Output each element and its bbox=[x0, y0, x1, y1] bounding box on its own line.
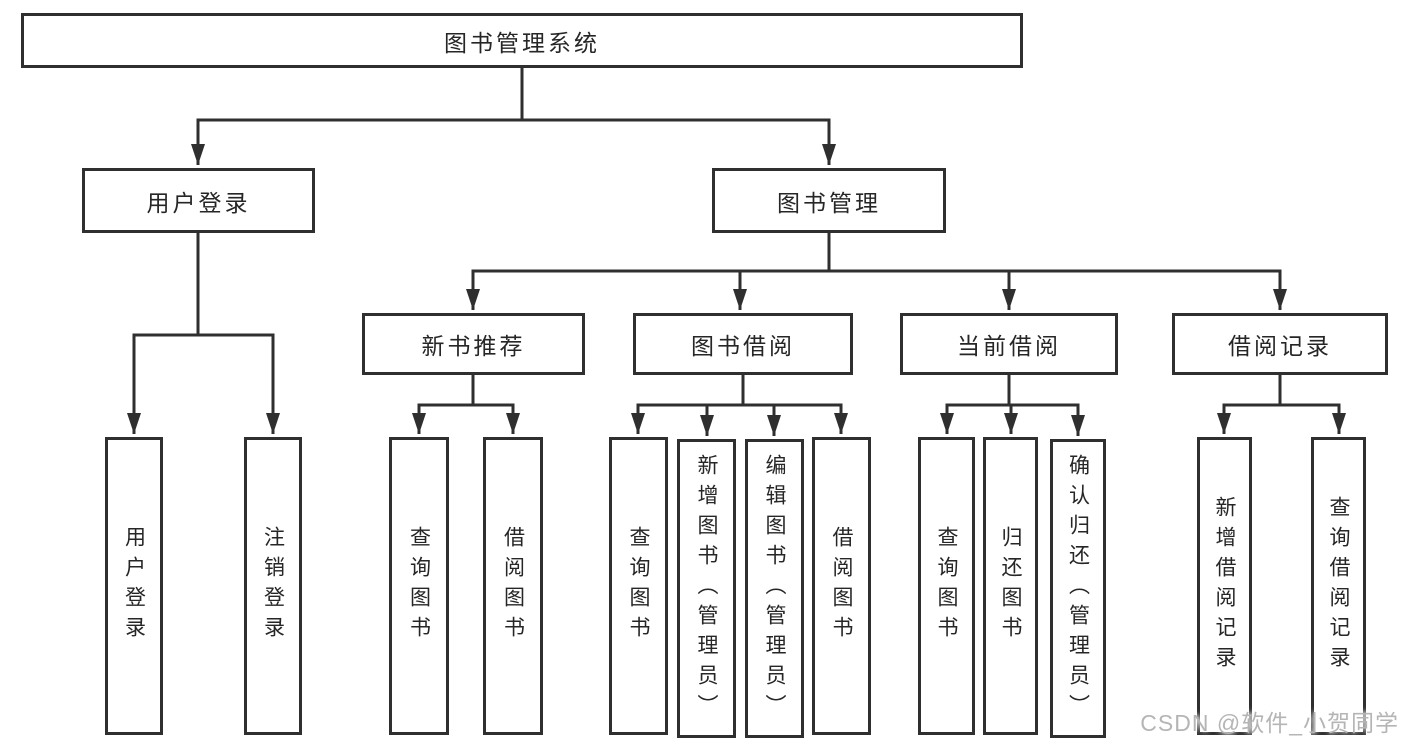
node-root: 图书管理系统 bbox=[21, 13, 1023, 68]
node-current-borrow: 当前借阅 bbox=[900, 313, 1118, 375]
leaf-edit-book-admin: 编辑图书（管理员） bbox=[745, 439, 804, 738]
csdn-watermark: CSDN @软件_小贺同学 bbox=[1140, 710, 1399, 736]
leaf-user-login: 用户登录 bbox=[105, 437, 163, 735]
leaf-query-book-1: 查询图书 bbox=[389, 437, 449, 735]
leaf-add-borrow-record: 新增借阅记录 bbox=[1197, 437, 1252, 735]
node-borrow-records: 借阅记录 bbox=[1172, 313, 1388, 375]
leaf-query-book-3: 查询图书 bbox=[918, 437, 975, 735]
node-book-management: 图书管理 bbox=[712, 168, 946, 233]
leaf-logout: 注销登录 bbox=[244, 437, 302, 735]
leaf-confirm-return-admin: 确认归还（管理员） bbox=[1050, 439, 1106, 738]
node-new-book-recommend: 新书推荐 bbox=[362, 313, 585, 375]
leaf-borrow-book-2: 借阅图书 bbox=[812, 437, 871, 735]
leaf-add-book-admin: 新增图书（管理员） bbox=[677, 439, 736, 738]
node-user-login: 用户登录 bbox=[82, 168, 315, 233]
leaf-query-book-2: 查询图书 bbox=[609, 437, 668, 735]
connector-arrows bbox=[127, 120, 1346, 436]
leaf-query-borrow-record: 查询借阅记录 bbox=[1311, 437, 1366, 735]
connector-trunks bbox=[132, 66, 1341, 407]
node-book-borrow: 图书借阅 bbox=[633, 313, 853, 375]
leaf-borrow-book-1: 借阅图书 bbox=[483, 437, 543, 735]
leaf-return-book: 归还图书 bbox=[983, 437, 1038, 735]
